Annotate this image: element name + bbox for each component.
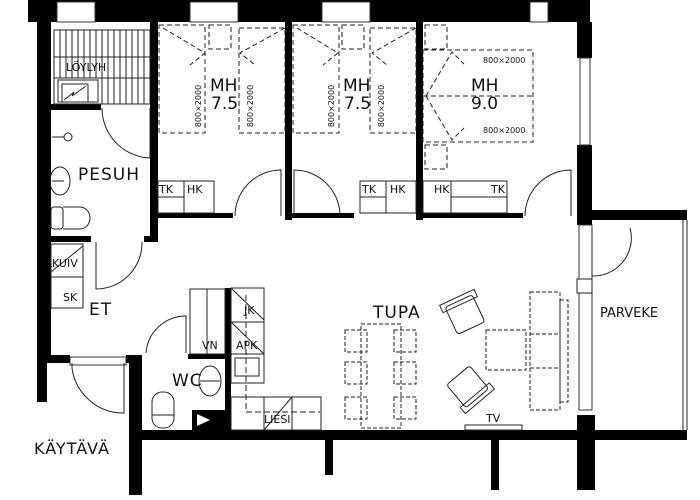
room-label-mh3: MH (471, 76, 499, 96)
room-area-mh2: 7.5 (344, 94, 372, 114)
room-label-mh1: MH (210, 76, 238, 96)
bed-size-mh1-right: 800×2000 (246, 84, 256, 128)
bed-size-mh2-right: 800×2000 (377, 84, 387, 128)
room-label-loylyh: LÖYLYH (66, 61, 107, 74)
room-label-parveke: PARVEKE (600, 306, 659, 321)
shaft-arrow (197, 414, 210, 426)
closet-sk: SK (63, 291, 78, 304)
wardrobe-tk-mh3: TK (491, 183, 505, 196)
fridge-jk: JK (244, 304, 255, 317)
wardrobe-hk-mh3: HK (434, 183, 450, 196)
bed-size-mh3-top: 800×2000 (483, 56, 526, 65)
wardrobe-tk-mh2: TK (362, 183, 376, 196)
cabinet-vn: VN (202, 339, 218, 352)
windows (56, 1, 593, 411)
tv-label: TV (486, 412, 501, 425)
wardrobe-hk-mh2: HK (390, 183, 406, 196)
room-area-mh1: 7.5 (211, 94, 239, 114)
stove-liesi: LIESI (264, 413, 291, 426)
bed-size-mh1-left: 800×2000 (194, 84, 204, 128)
room-label-et: ET (89, 300, 113, 320)
walls (28, 0, 687, 495)
dishwasher-apk: APK (236, 339, 258, 352)
closet-kuiv: KUIV (52, 257, 78, 270)
room-label-wc: WC (172, 371, 203, 391)
room-label-kaytava: KÄYTÄVÄ (34, 439, 111, 458)
bed-size-mh2-left: 800×2000 (327, 84, 337, 128)
wardrobe-tk-mh1: TK (159, 183, 173, 196)
bed-size-mh3-bottom: 800×2000 (483, 126, 526, 135)
room-label-tupa: TUPA (373, 303, 421, 323)
room-area-mh3: 9.0 (471, 94, 499, 114)
fixtures (49, 24, 688, 431)
room-label-pesuh: PESUH (78, 165, 141, 185)
room-label-mh2: MH (343, 76, 371, 96)
wardrobe-hk-mh1: HK (187, 183, 203, 196)
